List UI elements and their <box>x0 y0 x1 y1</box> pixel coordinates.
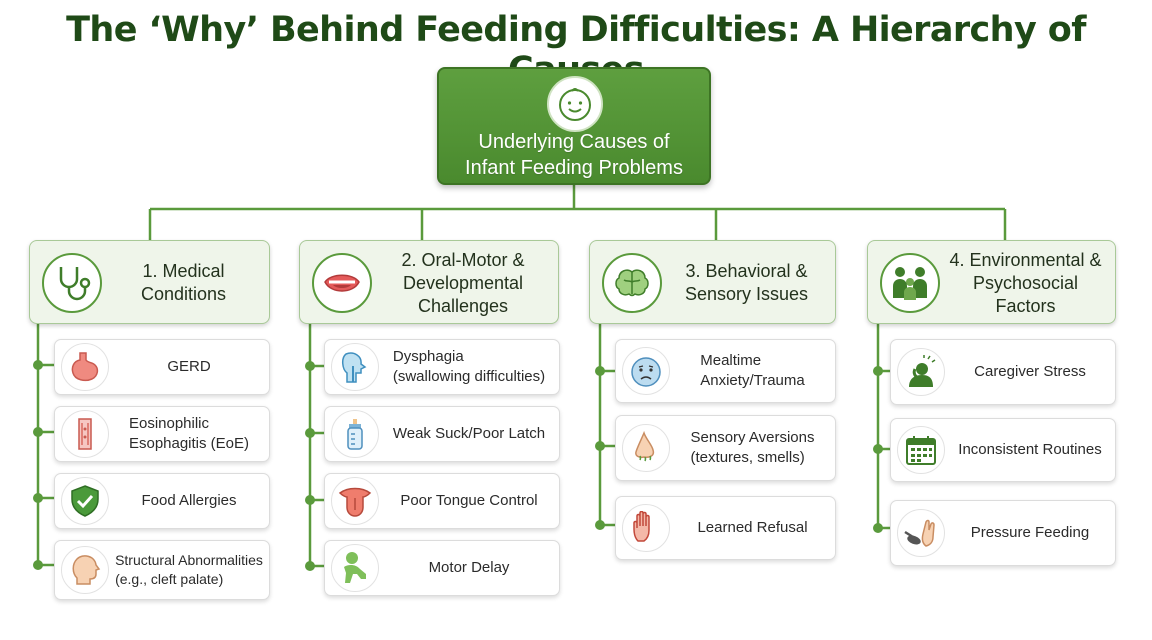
list-item-structural-abnormalities: Structural Abnormalities (e.g., cleft pa… <box>54 540 270 600</box>
item-label: Structural Abnormalities (e.g., cleft pa… <box>115 552 263 587</box>
category-label: 3. Behavioral & Sensory Issues <box>684 261 809 304</box>
throat-icon <box>331 343 379 391</box>
family-icon <box>880 253 940 313</box>
item-label: Poor Tongue Control <box>400 492 538 509</box>
list-item-caregiver-stress: Caregiver Stress <box>890 339 1116 405</box>
item-label: Mealtime Anxiety/Trauma <box>700 352 805 389</box>
list-item-learned-refusal: Learned Refusal <box>615 496 836 560</box>
stop-hand-icon <box>622 504 670 552</box>
esophagus-icon <box>61 410 109 458</box>
list-item-dysphagia: Dysphagia (swallowing difficulties) <box>324 339 560 395</box>
face-profile-icon <box>61 546 109 594</box>
list-item-mealtime-anxiety: Mealtime Anxiety/Trauma <box>615 339 836 403</box>
item-label: Weak Suck/Poor Latch <box>392 425 546 442</box>
category-environmental-psychosocial: 4. Environmental & Psychosocial Factors <box>867 240 1116 324</box>
stressed-person-icon <box>897 348 945 396</box>
category-behavioral-sensory: 3. Behavioral & Sensory Issues <box>589 240 836 324</box>
item-label: GERD <box>167 358 211 375</box>
item-label: Eosinophilic Esophagitis (EoE) <box>128 415 250 452</box>
item-label: Food Allergies <box>141 492 237 509</box>
crawling-baby-icon <box>331 544 379 592</box>
brain-icon <box>602 253 662 313</box>
item-label: Caregiver Stress <box>974 363 1086 380</box>
spoon-hand-icon <box>897 509 945 557</box>
list-item-weak-suck: Weak Suck/Poor Latch <box>324 406 560 462</box>
item-label: Pressure Feeding <box>970 524 1090 541</box>
baby-bottle-icon <box>331 410 379 458</box>
item-label: Motor Delay <box>428 559 510 576</box>
shield-check-icon <box>61 477 109 525</box>
category-medical-conditions: 1. Medical Conditions <box>29 240 270 324</box>
list-item-sensory-aversions: Sensory Aversions (textures, smells) <box>615 415 836 481</box>
root-label: Underlying Causes of Infant Feeding Prob… <box>465 131 683 179</box>
list-item-pressure-feeding: Pressure Feeding <box>890 500 1116 566</box>
baby-face-icon <box>547 76 603 132</box>
item-label: Sensory Aversions (textures, smells) <box>690 429 815 466</box>
list-item-tongue-control: Poor Tongue Control <box>324 473 560 529</box>
stomach-icon <box>61 343 109 391</box>
tongue-icon <box>331 477 379 525</box>
sad-baby-icon <box>622 347 670 395</box>
category-label: 1. Medical Conditions <box>140 261 227 304</box>
item-label: Learned Refusal <box>697 519 808 536</box>
stethoscope-icon <box>42 253 102 313</box>
nose-icon <box>622 424 670 472</box>
category-oral-motor: 2. Oral-Motor & Developmental Challenges <box>299 240 559 324</box>
mouth-icon <box>312 253 372 313</box>
list-item-eoe: Eosinophilic Esophagitis (EoE) <box>54 406 270 462</box>
item-label: Inconsistent Routines <box>958 441 1102 458</box>
category-label: 2. Oral-Motor & Developmental Challenges <box>401 249 525 316</box>
list-item-motor-delay: Motor Delay <box>324 540 560 596</box>
list-item-gerd: GERD <box>54 339 270 395</box>
list-item-inconsistent-routines: Inconsistent Routines <box>890 418 1116 482</box>
item-label: Dysphagia (swallowing difficulties) <box>392 348 546 385</box>
calendar-icon <box>897 426 945 474</box>
list-item-food-allergies: Food Allergies <box>54 473 270 529</box>
category-label: 4. Environmental & Psychosocial Factors <box>949 249 1102 316</box>
root-node: Underlying Causes of Infant Feeding Prob… <box>437 67 711 185</box>
